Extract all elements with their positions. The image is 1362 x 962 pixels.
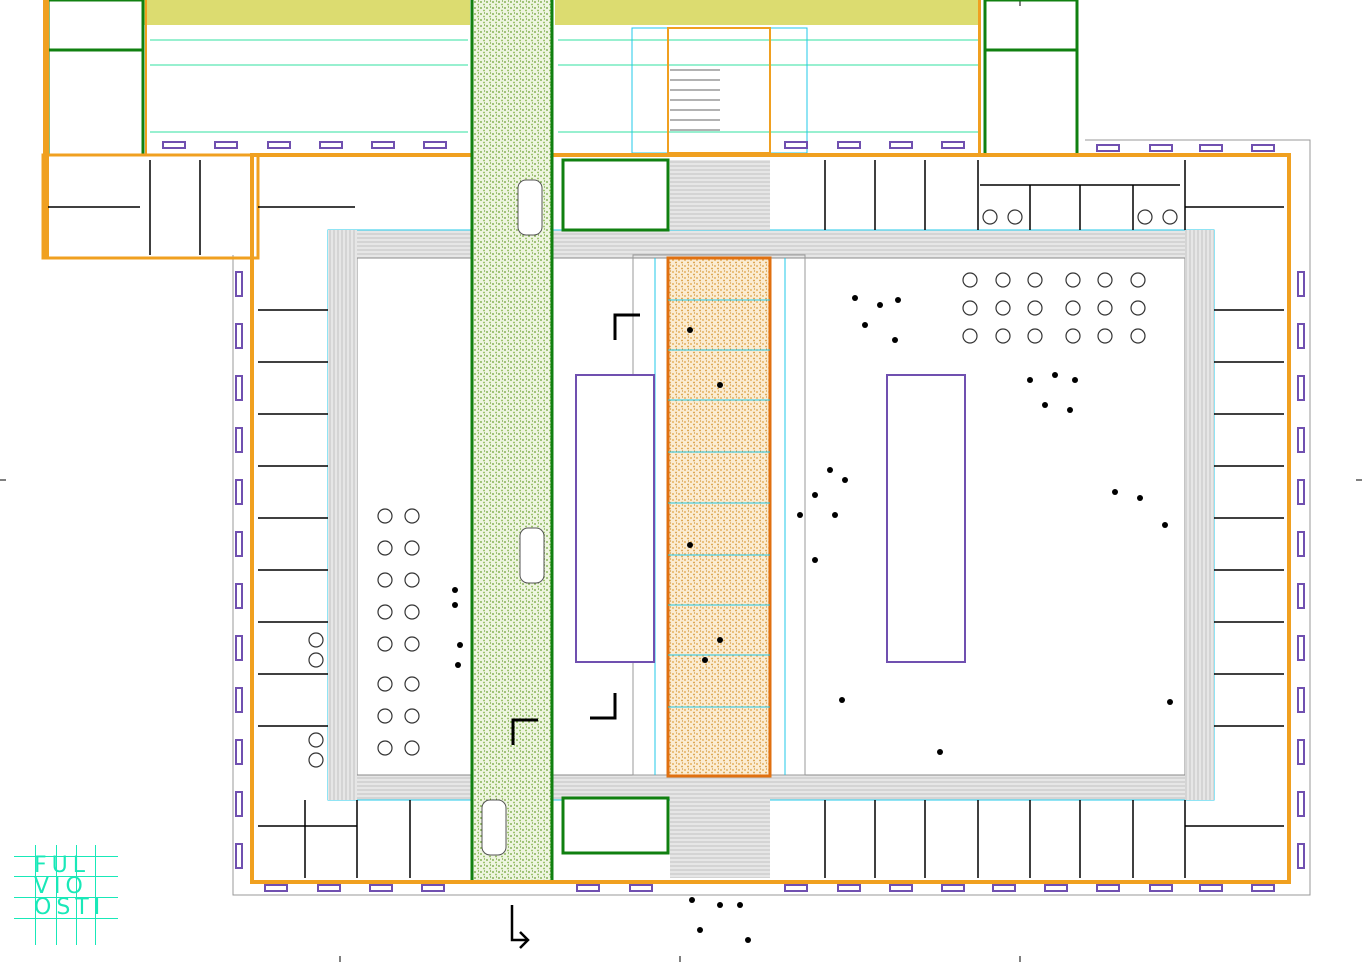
north-wing (46, 0, 1079, 157)
green-street (470, 0, 554, 880)
central-gallery (575, 254, 966, 778)
logo-line-3: OSTI (34, 895, 106, 920)
architect-logo: FUL VIO OSTI (14, 845, 118, 945)
logo-line-2: VIO (34, 874, 88, 899)
people-markers (452, 295, 1173, 943)
cafe-tables (308, 209, 1178, 768)
west-annex (41, 0, 355, 260)
car-icon (481, 179, 545, 856)
west-rooms (258, 309, 328, 727)
section-marks (511, 313, 640, 745)
logo-line-1: FUL (34, 853, 91, 878)
north-arrow-icon (510, 905, 530, 949)
east-rooms (1214, 309, 1284, 727)
north-rooms (824, 160, 1284, 230)
site-outline (232, 139, 1311, 896)
south-rooms (258, 800, 1284, 878)
windows (162, 141, 1305, 892)
stair-core-north (561, 158, 770, 232)
stair-core-south (561, 778, 770, 878)
